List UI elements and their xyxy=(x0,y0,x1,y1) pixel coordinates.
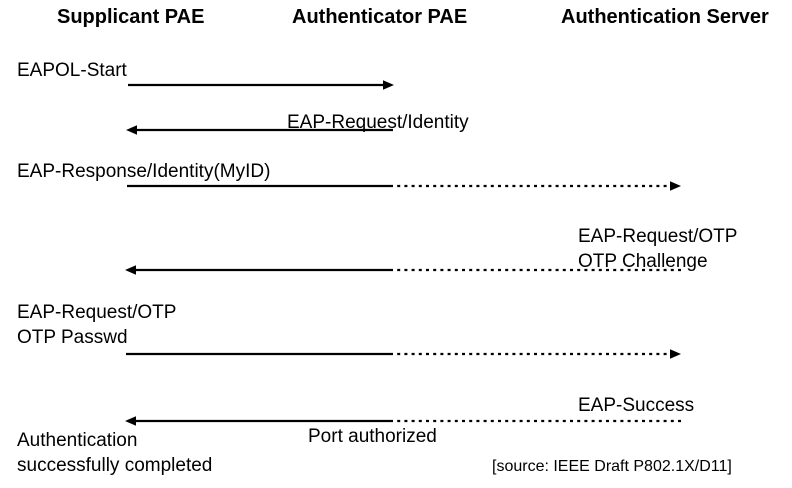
arrow-eap-request-otp-challenge xyxy=(125,265,681,275)
message-label-authentication-complete-line2: successfully completed xyxy=(17,455,213,476)
column-header-authenticator: Authenticator PAE xyxy=(292,6,468,28)
message-label-eap-request-otp-challenge-line2: OTP Challenge xyxy=(578,251,708,272)
arrow-eap-request-identity xyxy=(126,125,393,135)
arrow-eap-success-port-authorized xyxy=(125,416,681,426)
message-label-authentication-complete-line1: Authentication xyxy=(17,430,138,451)
arrow-eapol-start xyxy=(128,80,394,90)
message-label-eap-request-identity: EAP-Request/Identity xyxy=(287,112,469,133)
source-note: [source: IEEE Draft P802.1X/D11] xyxy=(492,458,732,475)
message-label-eap-success: EAP-Success xyxy=(578,395,695,416)
arrow-eap-response-identity xyxy=(127,181,681,191)
column-header-authentication-server: Authentication Server xyxy=(561,6,769,28)
message-label-eap-request-otp-passwd-line2: OTP Passwd xyxy=(17,327,128,348)
message-label-port-authorized: Port authorized xyxy=(308,426,437,447)
column-header-supplicant: Supplicant PAE xyxy=(57,6,205,28)
message-label-eapol-start: EAPOL-Start xyxy=(17,60,127,81)
message-label-eap-response-identity: EAP-Response/Identity(MyID) xyxy=(17,161,271,182)
arrow-eap-request-otp-passwd xyxy=(126,349,681,359)
message-label-eap-request-otp-passwd-line1: EAP-Request/OTP xyxy=(17,302,177,323)
message-label-eap-request-otp-challenge-line1: EAP-Request/OTP xyxy=(578,226,738,247)
